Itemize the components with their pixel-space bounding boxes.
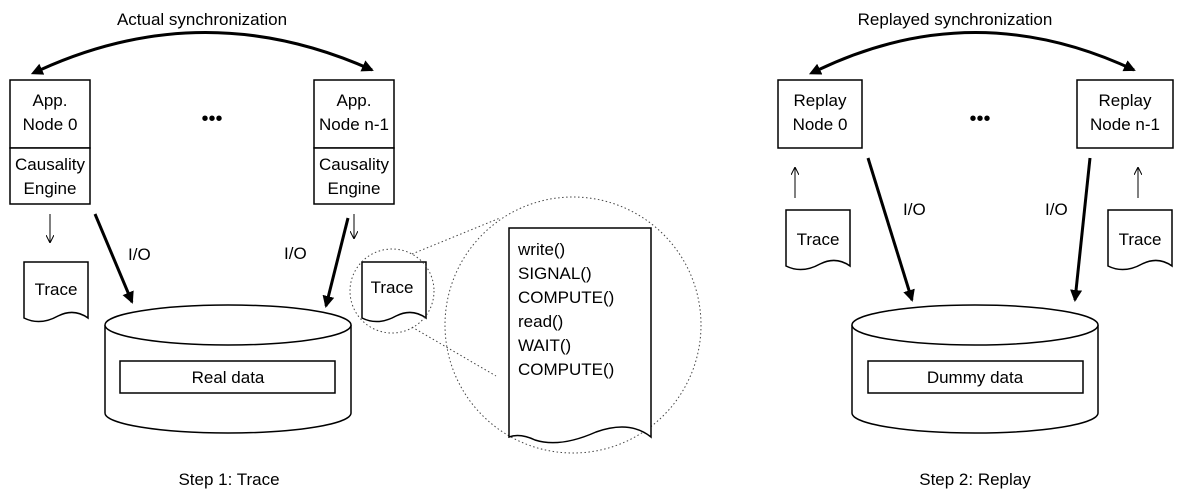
- step2-trace0-label: Trace: [797, 230, 840, 249]
- step1-trace-contents: write() SIGNAL() COMPUTE() read() WAIT()…: [517, 240, 614, 379]
- step2-trace-file-n: [1107, 209, 1173, 271]
- step1-ellipsis: •••: [201, 108, 222, 130]
- step1-caption: Step 1: Trace: [178, 470, 279, 489]
- step1-noden-line1: App.: [337, 91, 372, 110]
- step2-io-label-0: I/O: [903, 200, 926, 219]
- step2-node0-line1: Replay: [794, 91, 847, 110]
- trace-line: COMPUTE(): [518, 288, 614, 307]
- step1-io-arrow-n: [322, 217, 350, 308]
- step1-zoom-source-circle: [349, 248, 435, 334]
- step1-causality-engine-0: [9, 147, 91, 205]
- step1-noden-line2: Node n-1: [319, 115, 389, 134]
- step2-io-arrow-0: [866, 157, 915, 302]
- trace-line: write(): [517, 240, 565, 259]
- step1-enginen-line2: Engine: [328, 179, 381, 198]
- step2-replay-node-n-1: [1076, 79, 1174, 149]
- step2-node0-line2: Node 0: [793, 115, 848, 134]
- step1-zoom-line-top: [411, 217, 501, 255]
- step1-node0-line1: App.: [33, 91, 68, 110]
- step2-io-arrow-n: [1070, 157, 1092, 302]
- trace-line: read(): [518, 312, 563, 331]
- step2-tracen-label: Trace: [1119, 230, 1162, 249]
- step2-disk-label: Dummy data: [927, 368, 1024, 387]
- step2-replay-node-0: [777, 79, 863, 149]
- step1-trace-file-0: [23, 261, 89, 323]
- step2-noden-line1: Replay: [1099, 91, 1152, 110]
- step2-ellipsis: •••: [969, 108, 990, 130]
- trace-line: COMPUTE(): [518, 360, 614, 379]
- step1-node0-line2: Node 0: [23, 115, 78, 134]
- step1-app-node-n-1: [313, 79, 395, 149]
- step1-trace-detail-file: [508, 227, 652, 444]
- step1-engine0-line2: Engine: [24, 179, 77, 198]
- step1-io-label-n: I/O: [284, 244, 307, 263]
- step1-engine0-line1: Causality: [15, 155, 85, 174]
- step1-io-label-0: I/O: [128, 245, 151, 264]
- step2-data-box: [867, 360, 1084, 394]
- step2-sync-label: Replayed synchronization: [858, 10, 1053, 29]
- step2-io-label-n: I/O: [1045, 200, 1068, 219]
- step1-zoom-circle: [444, 196, 702, 454]
- step2-sync-arrow: [808, 31, 1136, 75]
- step1-sync-arrow: [30, 31, 374, 75]
- step1-disk-label: Real data: [192, 368, 265, 387]
- trace-line: WAIT(): [518, 336, 571, 355]
- step1-sync-label: Actual synchronization: [117, 10, 287, 29]
- step1-enginen-line1: Causality: [319, 155, 389, 174]
- step1-app-node-0: [9, 79, 91, 149]
- step1-tracen-label: Trace: [371, 278, 414, 297]
- step1-causality-engine-n-1: [313, 147, 395, 205]
- step2-caption: Step 2: Replay: [919, 470, 1031, 489]
- step1-trace-file-n: [361, 261, 427, 323]
- step2-noden-line2: Node n-1: [1090, 115, 1160, 134]
- trace-line: SIGNAL(): [518, 264, 592, 283]
- step2-trace-file-0: [785, 209, 851, 271]
- step1-data-box: [119, 360, 336, 394]
- step1-io-arrow-0: [93, 213, 134, 304]
- step1-trace0-label: Trace: [35, 280, 78, 299]
- step1-zoom-line-bottom: [411, 326, 497, 377]
